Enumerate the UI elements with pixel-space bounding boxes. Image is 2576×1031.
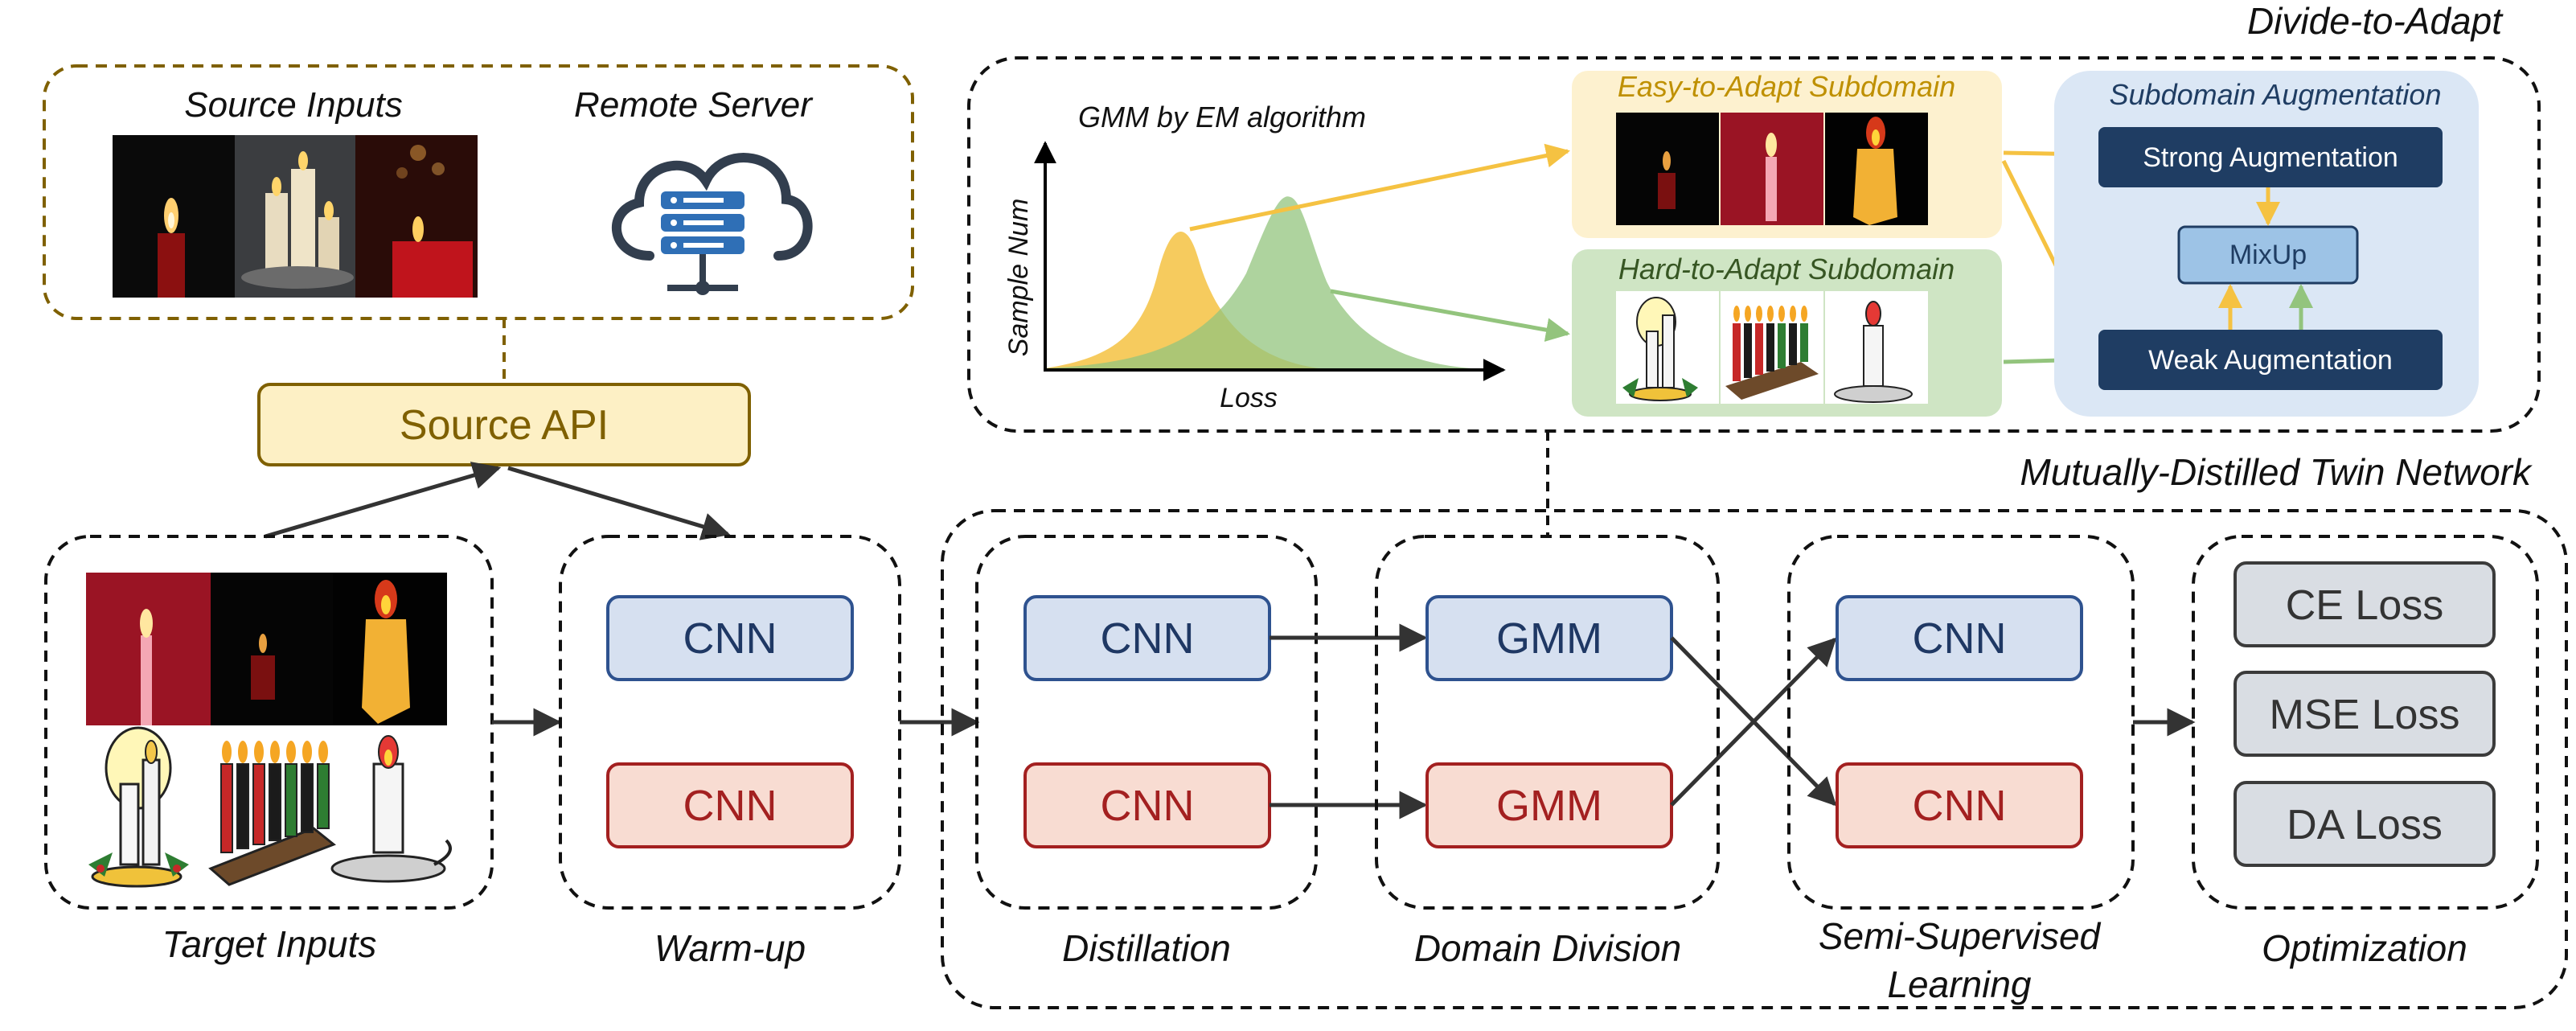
easy-subdomain-label: Easy-to-Adapt Subdomain: [1618, 70, 1955, 103]
ssl-cnn-top-label: CNN: [1913, 614, 2007, 663]
optimization-panel: [2192, 535, 2539, 910]
gmm-plot-title: GMM by EM algorithm: [1078, 101, 1366, 133]
target-image-orange-candle: [333, 573, 447, 725]
mutually-distilled-title: Mutually-Distilled Twin Network: [2020, 451, 2533, 493]
ssl-cnn-bottom: [1836, 762, 2083, 848]
target-to-api-arrow: [265, 462, 502, 539]
mixup-label: MixUp: [2229, 240, 2307, 270]
domain-division-label: Domain Division: [1414, 927, 1681, 969]
ssl-cnn-bottom-label: CNN: [1913, 782, 2007, 830]
target-inputs-label: Target Inputs: [162, 923, 377, 965]
api-to-warmup-arrow: [507, 466, 731, 540]
ssl-label-line1: Semi-Supervised: [1819, 915, 2102, 957]
hard-image-kinara: [1721, 291, 1823, 404]
divide-to-adapt-panel: [967, 56, 2541, 433]
hard-subdomain-label: Hard-to-Adapt Subdomain: [1618, 253, 1955, 285]
twin-network-panel: [941, 509, 2568, 1009]
weak-augmentation-label: Weak Augmentation: [2148, 345, 2393, 376]
gmm-top-label: GMM: [1496, 614, 1602, 663]
green-gaussian: [1045, 196, 1471, 368]
gmm-plot: GMM by EM algorithm Sample Num Loss: [1003, 101, 1506, 413]
domain-division-panel: [1375, 535, 1720, 910]
target-image-pink-candle: [86, 573, 211, 725]
optimization-label: Optimization: [2262, 927, 2467, 969]
ssl-panel: [1787, 535, 2135, 910]
hard-image-candlestick: [1825, 291, 1928, 404]
ce-loss-box: [2233, 561, 2496, 647]
strong-augmentation-box: [2098, 127, 2443, 187]
ssl-label-line2: Learning: [1887, 963, 2031, 1005]
source-image-3: [355, 135, 478, 298]
strong-augmentation-label: Strong Augmentation: [2143, 142, 2398, 173]
weak-augmentation-box: [2098, 330, 2443, 390]
distillation-cnn-bottom-label: CNN: [1101, 782, 1195, 830]
hard-arrow: [1330, 289, 1570, 342]
ssl-cnn-top: [1836, 595, 2083, 681]
source-inputs-label: Source Inputs: [184, 85, 403, 125]
yellow-gaussian: [1045, 231, 1319, 368]
easy-image-2: [1721, 113, 1823, 225]
distillation-cnn-top-label: CNN: [1101, 614, 1195, 663]
remote-server-label: Remote Server: [574, 85, 814, 125]
mse-loss-box: [2233, 671, 2496, 757]
target-image-dark-candle: [211, 573, 333, 725]
da-loss-label: DA Loss: [2287, 802, 2443, 848]
da-loss-box: [2233, 781, 2496, 867]
warmup-label: Warm-up: [654, 927, 806, 969]
hard-image-candle: [1616, 291, 1719, 404]
easy-image-3: [1825, 113, 1928, 225]
gmm-bottom-label: GMM: [1496, 782, 1602, 830]
warmup-panel: [559, 535, 901, 910]
gmm-bottom-box: [1425, 762, 1673, 848]
warmup-cnn-top: [606, 595, 854, 681]
warmup-cnn-bottom: [606, 762, 854, 848]
mse-loss-label: MSE Loss: [2270, 692, 2460, 738]
source-api-box: [257, 383, 751, 466]
distillation-panel: [975, 535, 1318, 910]
easy-image-1: [1616, 113, 1719, 225]
ce-loss-label: CE Loss: [2286, 582, 2444, 629]
distillation-label: Distillation: [1062, 927, 1231, 969]
mixup-box: [2177, 225, 2359, 285]
warmup-cnn-top-label: CNN: [683, 614, 777, 663]
cloud-server-icon: [611, 153, 813, 295]
cross-arrow-bottom-to-top: [1670, 637, 1837, 807]
warmup-cnn-bottom-label: CNN: [683, 782, 777, 830]
candle-icon: [88, 726, 189, 888]
kinara-icon: [208, 741, 336, 886]
candlestick-icon: [330, 735, 452, 883]
gmm-y-label: Sample Num: [1003, 199, 1034, 357]
gmm-x-label: Loss: [1220, 383, 1278, 413]
divide-to-adapt-title: Divide-to-Adapt: [2247, 0, 2504, 42]
source-panel: [43, 64, 914, 320]
source-api-label: Source API: [400, 402, 609, 449]
augmentation-title: Subdomain Augmentation: [2110, 78, 2442, 111]
easy-arrow: [1189, 143, 1570, 232]
source-image-2: [235, 135, 355, 298]
source-image-1: [113, 135, 235, 298]
